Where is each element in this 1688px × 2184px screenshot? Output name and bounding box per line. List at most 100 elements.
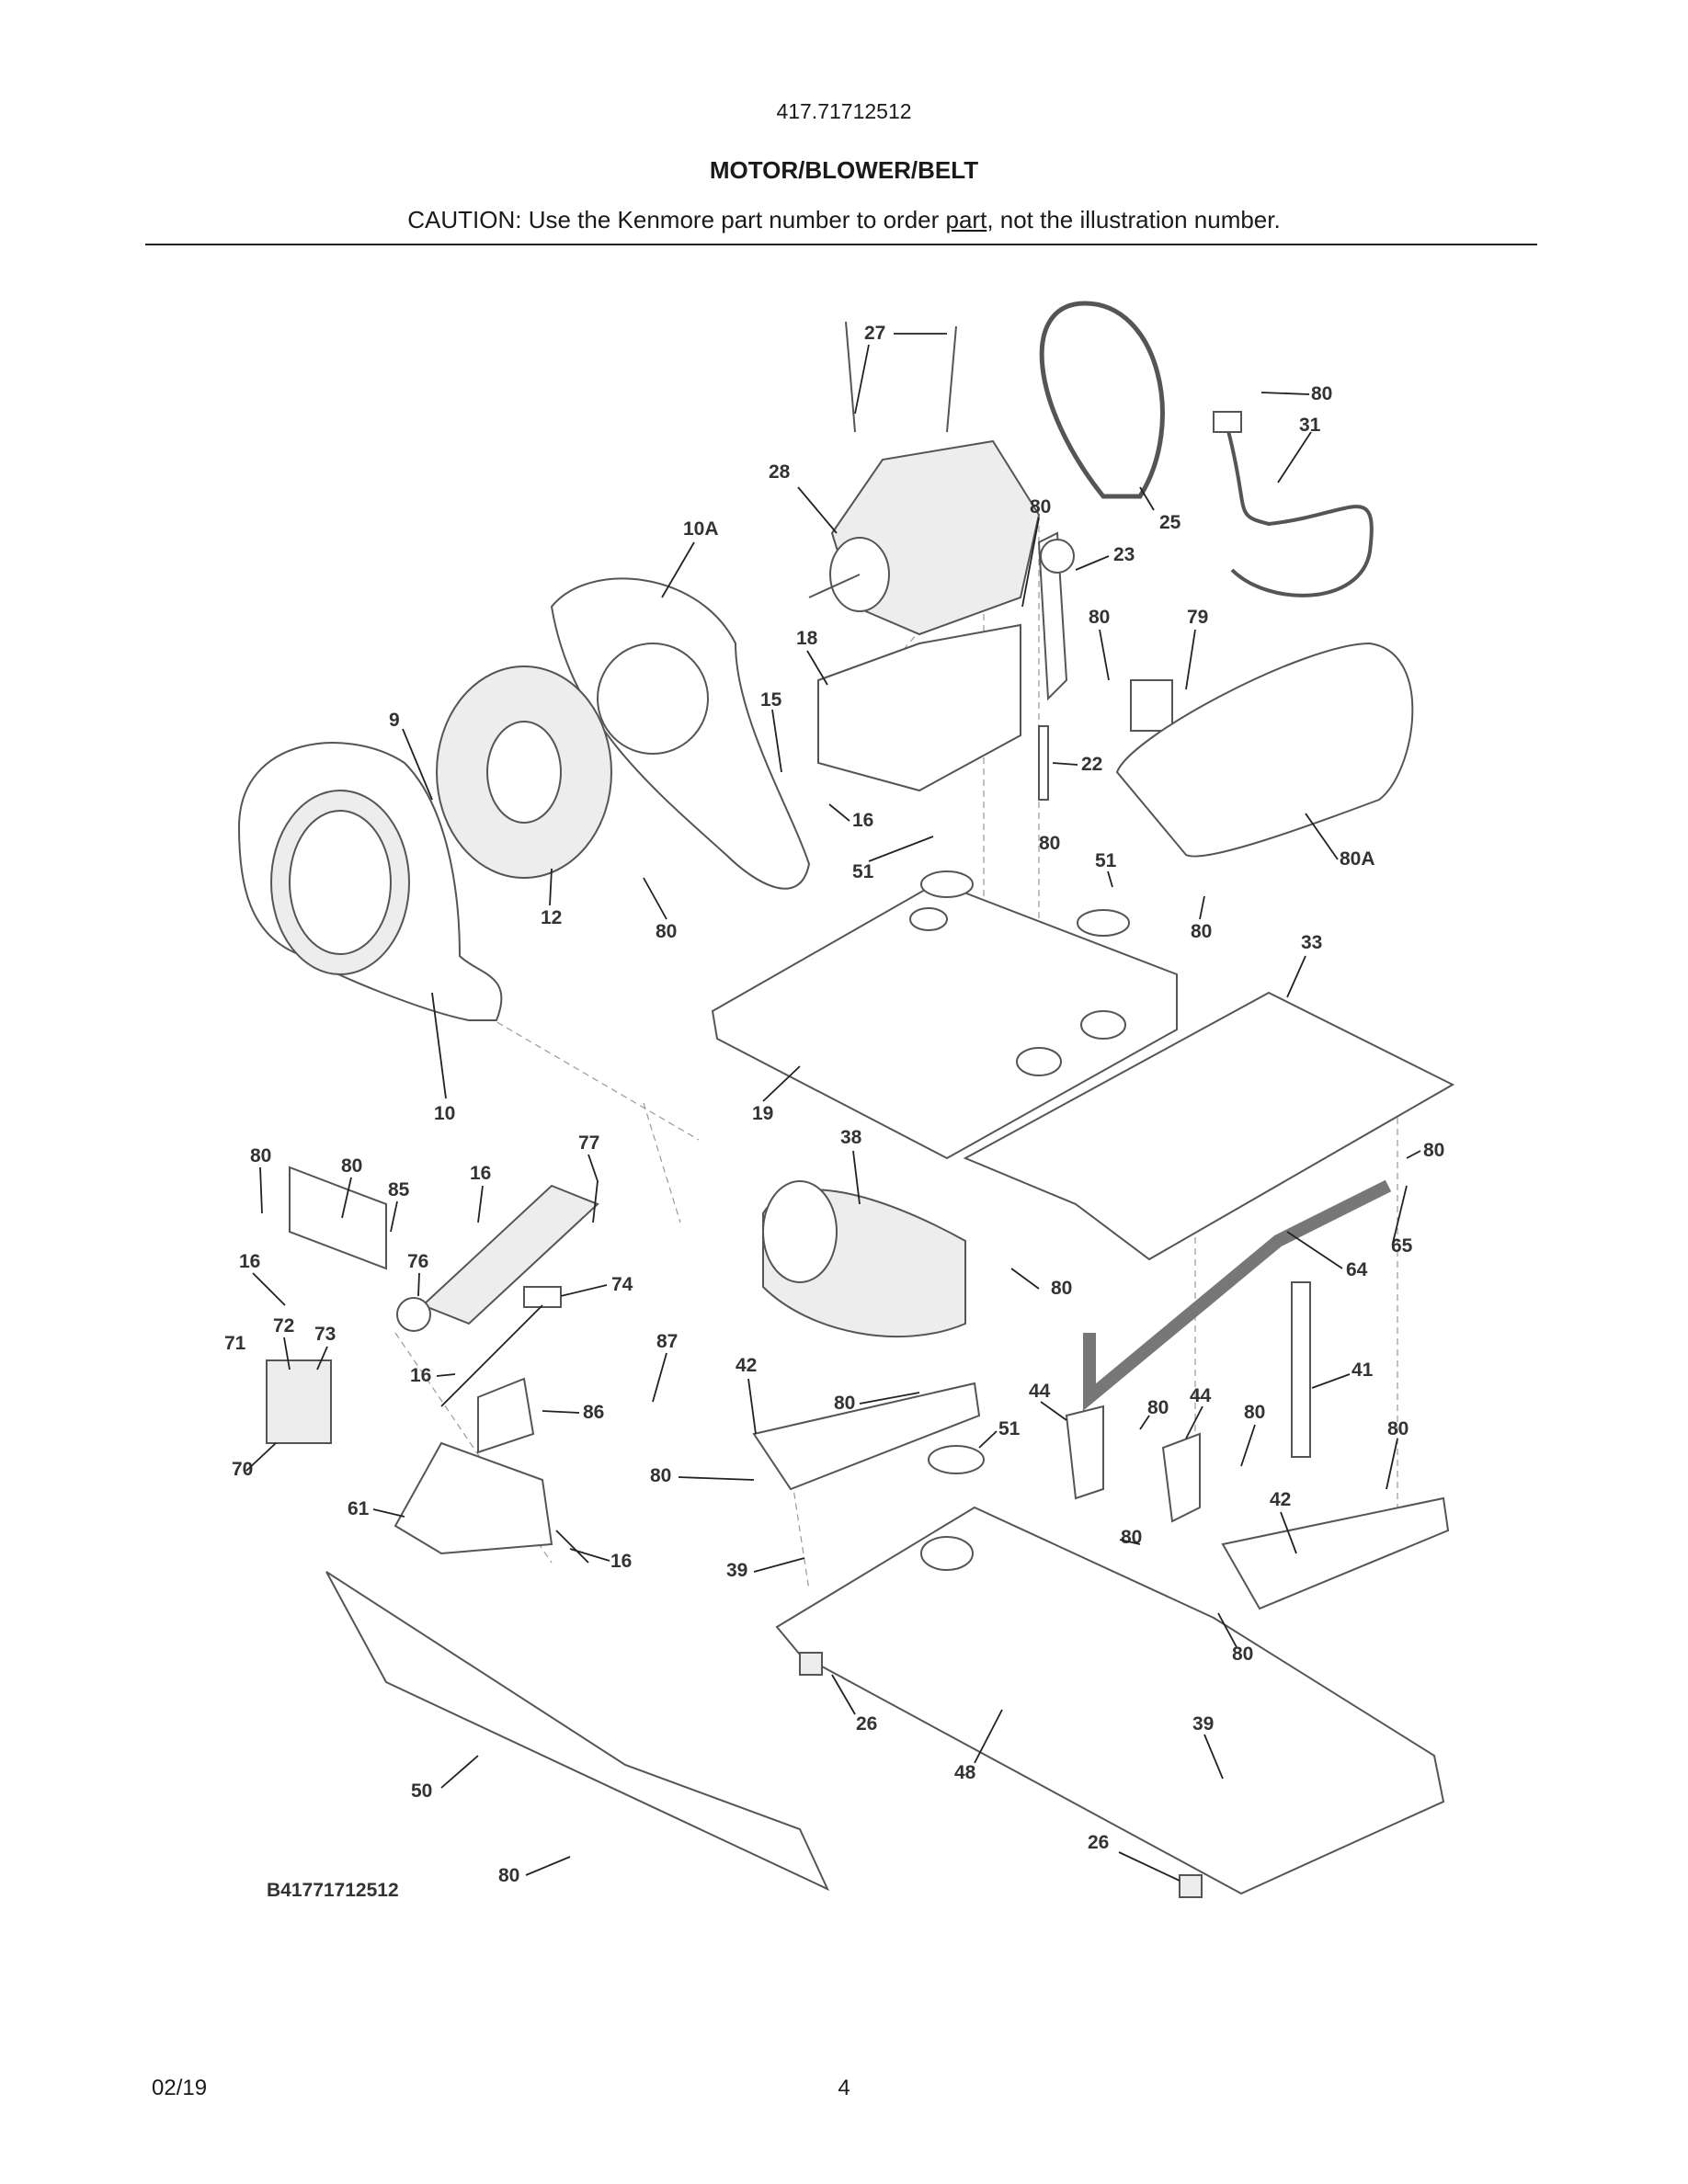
callout: 80 [1311,383,1332,404]
callout: 41 [1352,1359,1374,1381]
callout: 80 [1244,1402,1265,1423]
callout: 80 [834,1393,855,1414]
callout: 87 [656,1331,678,1352]
mounting-bracket-b [1161,1432,1201,1523]
burner-bracket [393,1441,553,1555]
callout: 48 [954,1762,976,1783]
callout: 38 [840,1127,862,1148]
caution-note: CAUTION: Use the Kenmore part number to … [0,206,1688,234]
exhaust-duct [762,1180,966,1338]
callout: 28 [769,461,791,483]
callout: 16 [470,1163,491,1184]
igniter [523,1286,562,1308]
callout: 39 [726,1560,747,1581]
motor-mount [817,623,1021,792]
model-number: 417.71712512 [776,99,912,123]
callout: 51 [998,1418,1021,1439]
page-number: 4 [838,2076,850,2100]
callout-labels: 27 80 31 28 80 25 10A 23 80 79 18 9 15 2… [224,323,1444,1886]
callout: 64 [1346,1259,1368,1280]
callout: 31 [1299,415,1321,436]
thermistor [1130,679,1173,732]
callout: 12 [541,907,562,928]
power-cord [1226,427,1374,597]
leader-lines [245,333,1421,1882]
callout: 9 [389,710,400,731]
blower-housing-front [237,742,503,1021]
callout: 86 [583,1402,604,1423]
callout: 80 [1191,921,1212,942]
callout: 79 [1187,607,1208,628]
callout: 16 [852,810,873,831]
callout: 26 [1088,1832,1109,1853]
callout: 61 [348,1498,370,1519]
base-pan [775,1506,1445,1895]
grommet-ring-3 [928,1445,985,1474]
shield-plate [289,1166,387,1270]
gas-valve [266,1359,332,1444]
callout: 80 [1051,1278,1072,1299]
section-title: MOTOR/BLOWER/BELT [709,156,979,184]
callout: 23 [1113,544,1135,565]
callout: 16 [410,1365,431,1386]
callout: 51 [1095,850,1117,871]
idler-pulley [1040,539,1075,574]
leveling-foot-1 [799,1652,823,1676]
callout: 19 [752,1103,773,1124]
callout: 71 [224,1333,246,1354]
idler-spring [1038,725,1049,801]
callout: 80 [1387,1418,1409,1439]
callout: 10A [683,518,719,540]
caution-prefix: CAUTION: Use the Kenmore part number to … [407,206,946,233]
callout: 26 [856,1713,877,1735]
burner-tube [396,1184,599,1332]
baffle-bracket [1291,1281,1311,1458]
callout: 51 [852,861,874,882]
callout: 33 [1301,932,1322,953]
footer-date: 02/19 [152,2076,208,2100]
power-cord-plug [1213,411,1242,433]
callout: 72 [273,1315,294,1337]
blower-wheel [436,665,612,879]
callout: 80 [656,921,677,942]
grommet-ring-1 [920,870,974,898]
callout: 80 [1089,607,1110,628]
callout: 80 [1030,496,1051,518]
igniter-bracket [477,1377,535,1454]
callout: 16 [610,1551,632,1572]
callout: 10 [434,1103,455,1124]
cross-brace-left [752,1382,981,1491]
drive-motor [808,321,1041,636]
callout: 80 [341,1155,362,1177]
callout: 80 [1423,1140,1444,1161]
callout: 44 [1190,1385,1212,1406]
toe-panel [325,1571,830,1892]
mounting-bracket-a [1065,1405,1104,1500]
callout: 80 [498,1865,519,1886]
callout: 42 [1270,1489,1291,1510]
callout: 39 [1192,1713,1214,1735]
idler-arm [1037,531,1068,701]
caution-underlined-word: part [945,206,987,233]
callout: 50 [411,1780,432,1802]
callout: 80A [1340,848,1375,870]
figure-id: B41771712512 [267,1880,399,1901]
callout: 74 [611,1274,633,1295]
callout: 73 [314,1324,336,1345]
cross-brace-right [1221,1496,1450,1610]
callout: 42 [736,1355,757,1376]
callout: 70 [232,1459,253,1480]
callout: 80 [650,1465,671,1486]
callout: 65 [1391,1235,1413,1257]
callout: 44 [1029,1381,1051,1402]
grommet-ring-2 [1077,909,1130,937]
callout: 80 [1147,1397,1169,1418]
callout: 80 [250,1145,271,1166]
header-rule [145,244,1537,245]
callout: 80 [1039,833,1060,854]
callout: 76 [407,1251,428,1272]
leveling-foot-2 [1179,1874,1203,1898]
caution-suffix: , not the illustration number. [987,206,1281,233]
callout: 85 [388,1179,410,1200]
